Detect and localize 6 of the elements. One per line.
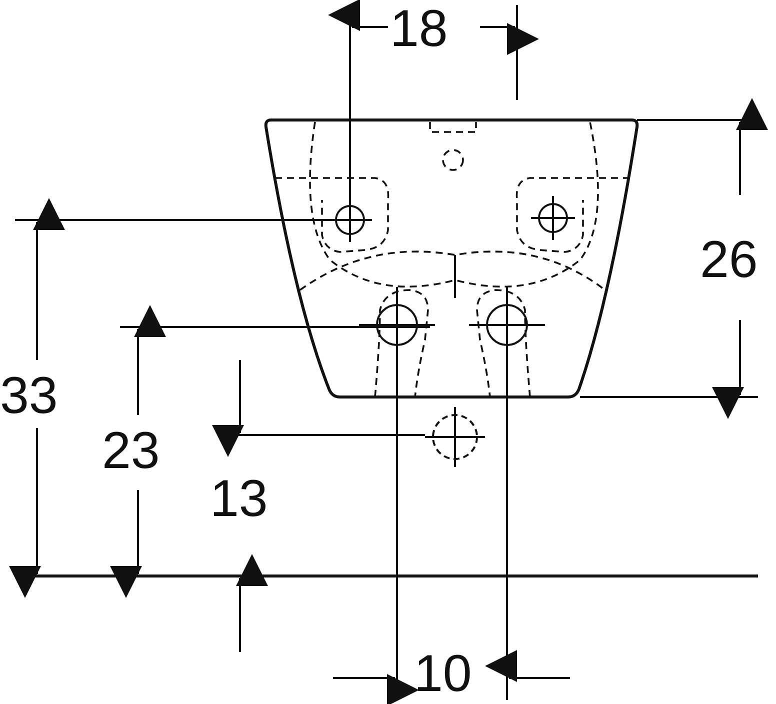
dimension-label: 33: [0, 370, 58, 422]
dimension-label: 26: [700, 234, 758, 286]
dimension-label: 10: [414, 648, 472, 700]
dimension-label: 13: [210, 473, 268, 525]
dimension-label: 18: [390, 3, 448, 55]
dimension-label: 23: [102, 425, 160, 477]
